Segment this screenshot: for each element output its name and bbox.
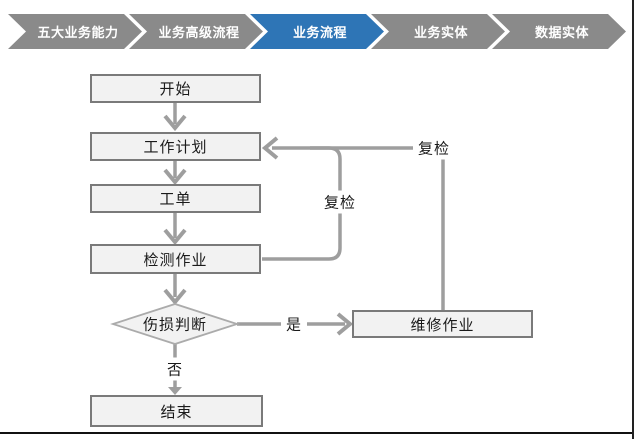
nav-item-business-process-active[interactable]: 业务流程 bbox=[250, 14, 384, 49]
arrowhead-left-icon bbox=[261, 136, 279, 160]
flow-node-work-plan: 工作计划 bbox=[90, 132, 261, 161]
nav-item-five-business-capabilities[interactable]: 五大业务能力 bbox=[8, 14, 142, 49]
arrowhead-down-small-icon bbox=[168, 387, 182, 395]
flow-node-start: 开始 bbox=[90, 74, 261, 103]
flow-node-damage-decision: 伤损判断 bbox=[142, 316, 208, 334]
slide-bottom-border bbox=[0, 432, 634, 434]
arrowhead-down-icon bbox=[163, 114, 187, 132]
flow-node-end: 结束 bbox=[90, 395, 263, 427]
arrowhead-down-icon bbox=[163, 288, 187, 306]
edge-label-recheck-repair: 复检 bbox=[412, 136, 456, 160]
slide-right-border bbox=[632, 0, 634, 439]
edge-label-recheck-inspect: 复检 bbox=[318, 190, 362, 214]
flow-node-repair-job: 维修作业 bbox=[352, 310, 533, 338]
arrowhead-down-icon bbox=[163, 228, 187, 246]
arrowhead-right-icon bbox=[336, 312, 354, 336]
edge-label-no: 否 bbox=[161, 357, 189, 381]
nav-item-business-entity[interactable]: 业务实体 bbox=[371, 14, 505, 49]
decision-diamond-shape bbox=[110, 303, 240, 345]
process-step-breadcrumb: 五大业务能力 业务高级流程 业务流程 业务实体 数据实体 bbox=[8, 14, 626, 49]
nav-item-data-entity[interactable]: 数据实体 bbox=[492, 14, 626, 49]
edge-label-yes: 是 bbox=[280, 312, 308, 336]
arrowhead-down-icon bbox=[163, 168, 187, 186]
edge-recheck-repair-to-plan bbox=[272, 146, 445, 310]
flow-node-work-order: 工单 bbox=[90, 184, 261, 213]
flow-node-inspection-job: 检测作业 bbox=[90, 244, 261, 274]
nav-item-business-highlevel-process[interactable]: 业务高级流程 bbox=[129, 14, 263, 49]
